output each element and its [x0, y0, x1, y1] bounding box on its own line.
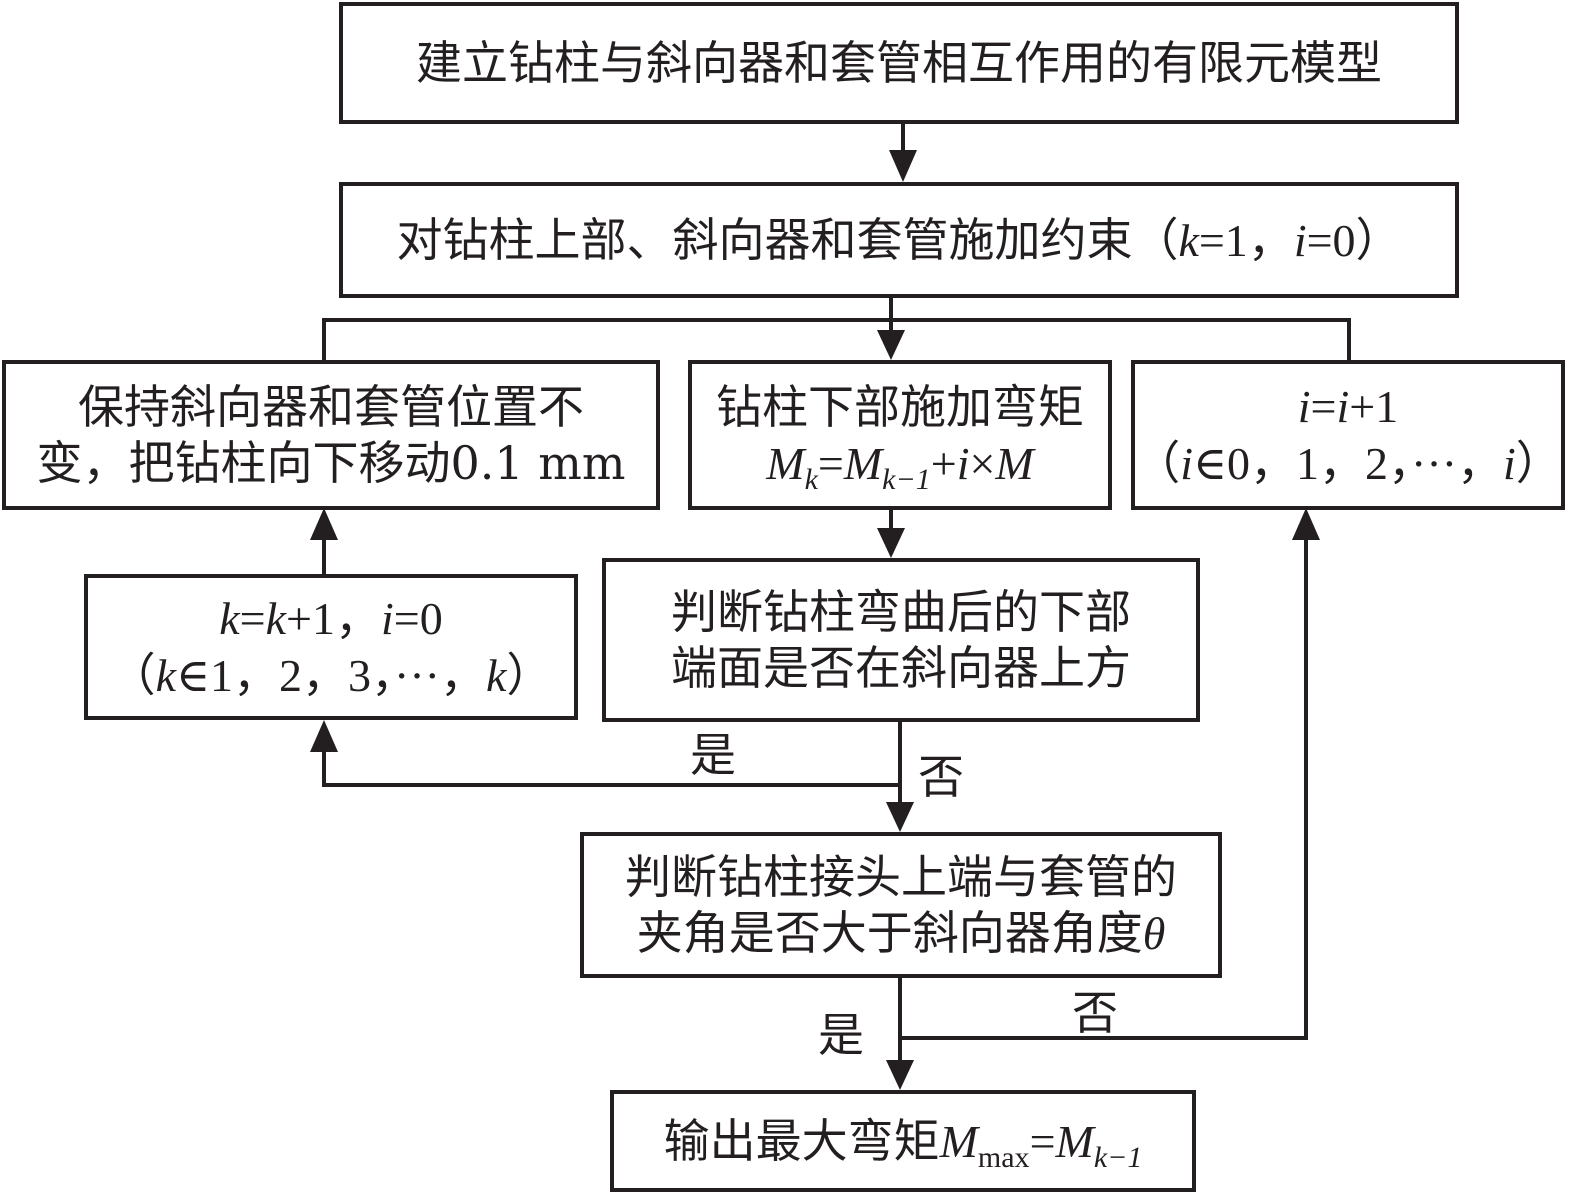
equals: =: [1310, 381, 1337, 432]
node-move-down: 保持斜向器和套管位置不 变，把钻柱向下移动0.1 mm: [2, 360, 660, 510]
var-k: k: [265, 593, 287, 644]
var-i: i: [1503, 438, 1516, 489]
arrowhead: [886, 802, 914, 832]
node-increment-k-line2: （k∈1，2，3，···，k）: [110, 647, 553, 704]
arrowhead: [877, 330, 905, 360]
node-increment-k-line1: k=k+1，i=0: [219, 590, 442, 647]
var-i: i: [381, 593, 394, 644]
node-output-line: 输出最大弯矩Mmax=Mk−1: [663, 1113, 1143, 1173]
angle-text: 夹角是否大于斜向器角度: [636, 905, 1143, 960]
node-check-above: 判断钻柱弯曲后的下部 端面是否在斜向器上方: [602, 558, 1200, 722]
arrowhead: [1292, 508, 1320, 540]
node-apply-moment: 钻柱下部施加弯矩 Mk=Mk−1+i×M: [688, 360, 1112, 510]
i-zero: =0: [393, 593, 443, 644]
arrowhead: [886, 1060, 914, 1090]
edge-check-above-yes: [322, 722, 902, 787]
var-k: k: [1178, 214, 1199, 266]
node-apply-constraints: 对钻柱上部、斜向器和套管施加约束（k=1，i=0）: [339, 182, 1459, 298]
node-apply-moment-formula: Mk=Mk−1+i×M: [766, 435, 1034, 495]
output-text: 输出最大弯矩: [663, 1113, 940, 1168]
equals: =: [1029, 1115, 1056, 1167]
node-move-down-line2: 变，把钻柱向下移动0.1 mm: [36, 436, 626, 490]
arrowhead: [889, 150, 917, 182]
paren-close: ）: [1515, 436, 1562, 490]
sub-k-minus-1: k−1: [1093, 1140, 1143, 1174]
var-i: i: [1297, 381, 1311, 432]
node-build-model-text: 建立钻柱与斜向器和套管相互作用的有限元模型: [416, 36, 1382, 90]
node-apply-moment-line1: 钻柱下部施加弯矩: [716, 379, 1084, 434]
edge-check-angle-no: [900, 540, 1308, 1040]
sub-max: max: [977, 1140, 1030, 1174]
equals: =: [239, 593, 266, 644]
var-M: M: [766, 437, 805, 489]
var-i: i: [1336, 381, 1350, 432]
paren-open: （: [1132, 212, 1179, 267]
arrowhead: [310, 720, 338, 752]
paren-close: ）: [1355, 212, 1402, 267]
node-increment-i-line2: （i∈0，1，2，···，i）: [1134, 435, 1562, 492]
var-theta: θ: [1142, 907, 1166, 959]
var-M: M: [843, 437, 883, 489]
paren-close: ）: [506, 648, 553, 702]
node-move-down-line1: 保持斜向器和套管位置不: [78, 380, 584, 434]
node-increment-i-line1: i=i+1: [1298, 378, 1398, 435]
node-check-above-line1: 判断钻柱弯曲后的下部: [671, 585, 1131, 639]
plus: +: [930, 437, 957, 489]
var-M: M: [1055, 1115, 1094, 1167]
edge-label-above-yes: 是: [690, 728, 736, 782]
times: ×: [969, 437, 996, 489]
node-check-above-line2: 端面是否在斜向器上方: [671, 641, 1131, 695]
k-value: =1，: [1198, 214, 1294, 266]
equals: =: [817, 437, 844, 489]
arrowhead: [310, 508, 338, 540]
node-build-model: 建立钻柱与斜向器和套管相互作用的有限元模型: [339, 2, 1459, 124]
plus-one: +1，: [286, 593, 381, 644]
var-k: k: [486, 650, 507, 701]
node-output: 输出最大弯矩Mmax=Mk−1: [610, 1090, 1196, 1192]
var-k: k: [155, 650, 176, 701]
var-M: M: [995, 437, 1034, 489]
range: ∈0，1，2，···，: [1193, 438, 1504, 489]
edge-label-angle-yes: 是: [818, 1008, 864, 1062]
sub-k-minus-1: k−1: [882, 462, 931, 496]
node-apply-constraints-line: 对钻柱上部、斜向器和套管施加约束（k=1，i=0）: [396, 212, 1401, 269]
constraints-text: 对钻柱上部、斜向器和套管施加约束: [396, 212, 1133, 267]
node-check-angle-line2: 夹角是否大于斜向器角度θ: [637, 905, 1166, 962]
edge-label-angle-no: 否: [1072, 986, 1118, 1040]
i-value: =0: [1306, 214, 1356, 266]
node-check-angle-line1: 判断钻柱接头上端与套管的: [625, 849, 1177, 904]
node-check-angle: 判断钻柱接头上端与套管的 夹角是否大于斜向器角度θ: [580, 832, 1222, 978]
node-increment-k: k=k+1，i=0 （k∈1，2，3，···，k）: [84, 574, 578, 720]
var-i: i: [1180, 438, 1193, 489]
paren-open: （: [1134, 436, 1181, 490]
var-k: k: [219, 593, 240, 644]
edge-label-above-no: 否: [918, 750, 964, 804]
var-i: i: [1293, 214, 1307, 266]
sub-k: k: [804, 462, 818, 496]
bus-line: [322, 318, 1351, 360]
plus-one: +1: [1349, 381, 1399, 432]
range: ∈1，2，3，···，: [175, 650, 486, 701]
node-increment-i: i=i+1 （i∈0，1，2，···，i）: [1131, 360, 1565, 510]
arrowhead: [877, 528, 905, 558]
paren-open: （: [109, 648, 156, 702]
var-i: i: [956, 437, 970, 489]
var-M: M: [939, 1115, 978, 1167]
